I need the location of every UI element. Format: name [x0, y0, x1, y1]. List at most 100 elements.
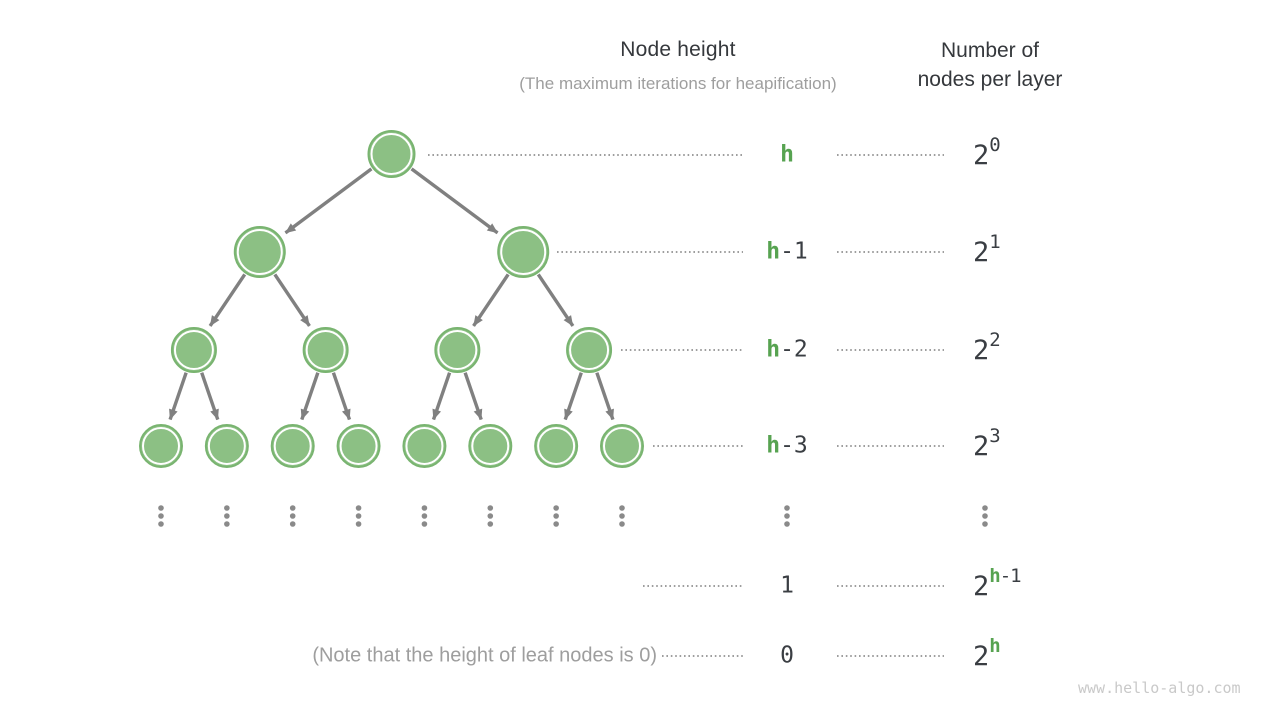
tree-node-inner-ring [339, 427, 378, 465]
height-segment-green: h [780, 141, 794, 168]
tree-node [367, 130, 416, 178]
vertical-ellipsis [553, 505, 559, 527]
ellipsis-dot [224, 521, 230, 527]
ellipsis-dot [421, 521, 428, 527]
ellipsis-dot [421, 505, 428, 511]
tree-edge-arrow [208, 273, 247, 327]
height-label-row-h: h [780, 141, 794, 168]
height-label-row-1: 1 [780, 572, 794, 599]
vertical-ellipsis [355, 505, 362, 527]
ellipsis-dot [982, 505, 988, 511]
exponent-segment-green: h [989, 635, 1000, 657]
tree-node-inner-ring [437, 330, 478, 370]
tree-node-circle [434, 327, 481, 373]
vertical-ellipsis [619, 505, 625, 527]
node-count-row-h-3: 23 [973, 427, 1001, 462]
tree-node [600, 424, 644, 468]
tree-edge-arrow [536, 273, 575, 327]
height-segment-green: h [766, 336, 781, 363]
tree-node-inner-ring [236, 229, 283, 275]
ellipsis-dot [355, 513, 362, 519]
tree-node-inner-ring [305, 330, 346, 370]
ellipsis-dot [421, 513, 428, 519]
height-segment-dark: -3 [780, 432, 808, 459]
tree-node-circle [139, 424, 183, 468]
node-count-row-h: 20 [973, 136, 1001, 171]
vertical-ellipsis [224, 505, 230, 527]
ellipsis-dot [289, 521, 296, 527]
count-exponent: 1 [989, 231, 1000, 253]
tree-node [139, 424, 183, 468]
ellipsis-dot [553, 505, 559, 511]
height-segment-green: h [766, 432, 781, 459]
vertical-ellipsis [784, 505, 790, 527]
count-exponent: 3 [989, 425, 1000, 447]
height-label-row-h-2: h-2 [766, 336, 808, 363]
ellipsis-dot [487, 521, 494, 527]
tree-node-circle [204, 424, 249, 468]
ellipsis-dot [784, 505, 790, 511]
ellipsis-dot [553, 521, 559, 527]
height-segment-dark: -2 [780, 336, 808, 363]
height-column-subtitle: (The maximum iterations for heapificatio… [519, 74, 837, 93]
tree-node-circle [534, 424, 579, 468]
height-segment-dark: 1 [780, 572, 794, 599]
vertical-ellipsis [421, 505, 428, 527]
count-exponent: 0 [989, 134, 1000, 156]
vertical-ellipsis [289, 505, 296, 527]
ellipsis-dot [553, 513, 559, 519]
count-base: 2 [973, 140, 990, 171]
tree-edge-arrow [563, 372, 583, 421]
count-base: 2 [973, 431, 990, 462]
tree-node-inner-ring [207, 427, 246, 465]
tree-node-circle [270, 424, 315, 468]
tree-edge-arrow [595, 372, 615, 421]
count-column-title-line1: Number of [940, 39, 1040, 62]
tree-node [566, 327, 613, 373]
vertical-ellipsis [982, 505, 988, 527]
tree-edge-arrow [284, 167, 373, 235]
tree-node-circle [402, 424, 447, 468]
tree-node-circle [336, 424, 381, 468]
ellipsis-dot [619, 521, 625, 527]
vertical-ellipsis [487, 505, 494, 527]
count-base: 2 [973, 335, 990, 366]
ellipsis-dot [619, 505, 625, 511]
watermark: www.hello-algo.com [1078, 679, 1241, 697]
tree-node-circle [233, 226, 286, 278]
exponent-segment-dark: -1 [999, 565, 1022, 587]
node-count-row-1: 2h-1 [973, 567, 1022, 602]
tree-node-circle [170, 327, 217, 373]
tree-node-circle [302, 327, 349, 373]
exponent-segment-dark: 2 [989, 329, 1000, 351]
node-count-row-h-1: 21 [973, 233, 1001, 267]
tree-node-inner-ring [569, 330, 610, 370]
tree-node-inner-ring [273, 427, 312, 465]
tree-node-inner-ring [603, 427, 641, 465]
ellipsis-dot [982, 521, 988, 527]
tree-node-circle [468, 424, 513, 468]
tree-node-inner-ring [537, 427, 576, 465]
tree-node-circle [600, 424, 644, 468]
tree-node-inner-ring [173, 330, 214, 370]
ellipsis-dot [158, 505, 164, 511]
node-count-row-h-2: 22 [973, 331, 1001, 366]
ellipsis-dot [355, 521, 362, 527]
tree-edge-arrow [472, 273, 510, 327]
count-base: 2 [973, 571, 990, 602]
tree-node-inner-ring [500, 229, 547, 275]
exponent-segment-dark: 1 [989, 231, 1000, 253]
count-column-title-line2: nodes per layer [917, 68, 1063, 91]
tree-edge-arrow [410, 167, 499, 235]
tree-edge-arrow [300, 372, 320, 421]
count-exponent: h [989, 635, 1000, 657]
leaf-height-note: (Note that the height of leaf nodes is 0… [312, 644, 657, 667]
tree-node [402, 424, 447, 468]
exponent-segment-dark: 3 [989, 425, 1000, 447]
tree-node [233, 226, 286, 278]
ellipsis-dot [784, 521, 790, 527]
tree-node-inner-ring [370, 133, 413, 175]
tree-node [302, 327, 349, 373]
ellipsis-dot [158, 521, 164, 527]
tree-edge-arrow [168, 372, 188, 421]
